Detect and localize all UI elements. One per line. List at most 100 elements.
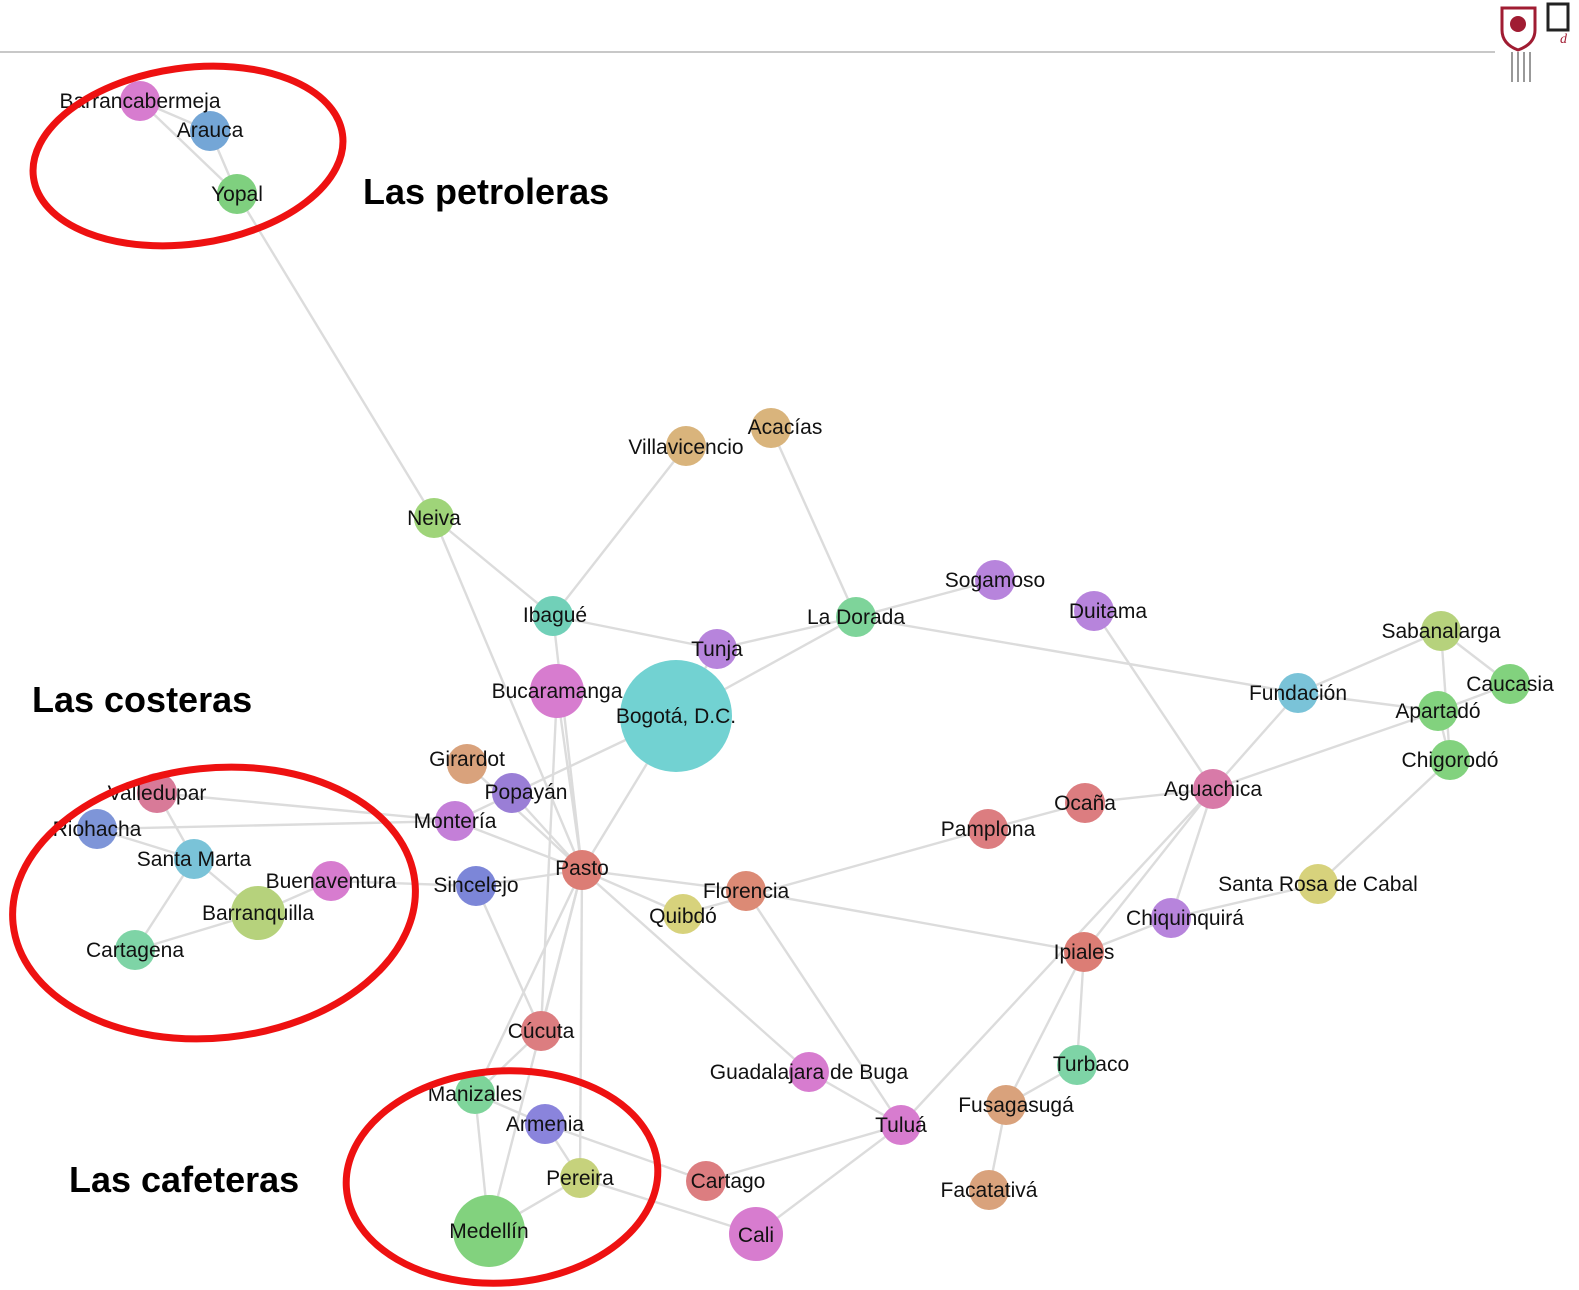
- node-circle: [453, 1195, 525, 1267]
- edge-monteria-pasto: [454, 819, 583, 872]
- node-label: Santa Rosa de Cabal: [1218, 873, 1418, 896]
- node-label: Facatativá: [941, 1179, 1038, 1202]
- node-santa-marta: [174, 839, 214, 879]
- node-circle: [620, 660, 732, 772]
- node-circle: [986, 1085, 1026, 1125]
- node-label: Manizales: [428, 1083, 523, 1106]
- node-circle: [77, 809, 117, 849]
- node-label: Valledupar: [108, 782, 207, 805]
- edge-pasto-guadalajara-de-buga: [581, 869, 810, 1073]
- edge-fundacion-aguachica: [1212, 692, 1299, 790]
- edge-santa-rosa-de-cabal-chiquinquira: [1170, 882, 1319, 920]
- node-circle: [115, 930, 155, 970]
- node-label: Fusagasugá: [958, 1094, 1074, 1117]
- node-label: Girardot: [429, 748, 505, 771]
- node-label: Ocaña: [1054, 792, 1116, 815]
- node-circle: [525, 1104, 565, 1144]
- node-buenaventura: [311, 861, 351, 901]
- node-ocana: [1065, 783, 1105, 823]
- edge-monteria-valledupar: [156, 791, 456, 823]
- node-label: Montería: [414, 810, 497, 833]
- node-bogota: [620, 660, 732, 772]
- edge-sincelejo-buenaventura: [330, 879, 477, 888]
- node-label: Sincelejo: [433, 874, 518, 897]
- node-circle: [311, 861, 351, 901]
- node-circle: [1298, 864, 1338, 904]
- node-label: Arauca: [177, 119, 244, 142]
- node-circle: [560, 1158, 600, 1198]
- edge-bucaramanga-pasto: [555, 690, 584, 871]
- edge-tulua-cali: [755, 1124, 902, 1235]
- node-label: Tunja: [691, 638, 743, 661]
- node-florencia: [726, 871, 766, 911]
- node-label: Medellín: [449, 1220, 528, 1243]
- node-circle: [726, 871, 766, 911]
- edge-yopal-neiva: [235, 193, 436, 519]
- node-neiva: [414, 498, 454, 538]
- node-circle: [217, 174, 257, 214]
- node-la-dorada: [836, 597, 876, 637]
- node-popayan: [492, 773, 532, 813]
- node-monteria: [435, 801, 475, 841]
- node-caucasia: [1490, 664, 1530, 704]
- edge-bucaramanga-cucuta: [539, 690, 559, 1032]
- node-bucaramanga: [530, 664, 584, 718]
- node-cartago: [686, 1161, 726, 1201]
- node-label: Bucaramanga: [492, 680, 623, 703]
- node-circle: [174, 839, 214, 879]
- node-circle: [1193, 769, 1233, 809]
- node-label: Armenia: [506, 1113, 585, 1136]
- node-circle: [435, 801, 475, 841]
- node-girardot: [447, 744, 487, 784]
- edge-pasto-manizales: [473, 869, 584, 1095]
- node-label: Duitama: [1069, 600, 1148, 623]
- node-label: Riohacha: [53, 818, 142, 841]
- annotation-cafeteras: Las cafeteras: [69, 1159, 299, 1200]
- node-circle: [414, 498, 454, 538]
- node-cartagena: [115, 930, 155, 970]
- node-circle: [231, 886, 285, 940]
- edge-la-dorada-fundacion: [855, 615, 1299, 695]
- node-label: Chiquinquirá: [1126, 907, 1244, 930]
- node-turbaco: [1057, 1045, 1097, 1085]
- node-sincelejo: [456, 866, 496, 906]
- edge-monteria-riohacha: [96, 819, 456, 831]
- node-circle: [969, 1170, 1009, 1210]
- edge-chigorodo-santa-rosa-de-cabal: [1317, 759, 1451, 885]
- edge-florencia-tulua: [744, 890, 903, 1126]
- node-circle: [455, 1074, 495, 1114]
- node-circle: [881, 1105, 921, 1145]
- node-label: Bogotá, D.C.: [616, 705, 736, 728]
- cafeteras-ring: [342, 1067, 662, 1287]
- node-circle: [663, 894, 703, 934]
- node-villavicencio: [666, 426, 706, 466]
- node-circle: [533, 596, 573, 636]
- node-circle: [1057, 1045, 1097, 1085]
- node-yopal: [217, 174, 257, 214]
- node-label: Aguachica: [1164, 778, 1262, 801]
- node-label: Sabanalarga: [1381, 620, 1500, 643]
- edge-barrancabermeja-yopal: [139, 100, 238, 195]
- node-label: Cúcuta: [508, 1020, 575, 1043]
- node-armenia: [525, 1104, 565, 1144]
- node-label: Cali: [738, 1224, 774, 1247]
- node-label: Apartadó: [1395, 700, 1480, 723]
- costeras-ring: [9, 763, 419, 1043]
- node-cali: [729, 1207, 783, 1261]
- edge-duitama-aguachica: [1093, 610, 1214, 790]
- node-pereira: [560, 1158, 600, 1198]
- node-circle: [492, 773, 532, 813]
- node-pamplona: [968, 809, 1008, 849]
- node-label: Pasto: [555, 857, 609, 880]
- edge-fundacion-apartado: [1297, 691, 1439, 713]
- node-circle: [1430, 740, 1470, 780]
- node-circle: [751, 408, 791, 448]
- node-circle: [686, 1161, 726, 1201]
- node-sabanalarga: [1421, 611, 1461, 651]
- edge-pereira-cali: [579, 1176, 757, 1236]
- node-chigorodo: [1430, 740, 1470, 780]
- node-circle: [1418, 691, 1458, 731]
- node-circle: [729, 1207, 783, 1261]
- node-circle: [666, 426, 706, 466]
- node-label: Sogamoso: [945, 569, 1045, 592]
